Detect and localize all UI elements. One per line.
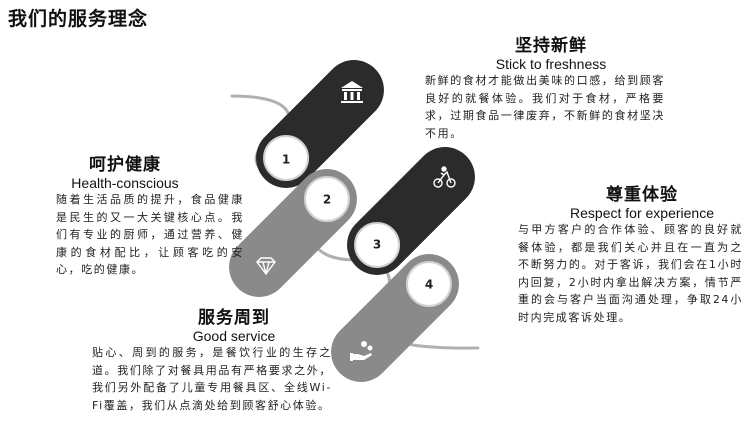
diamond-icon <box>256 257 276 276</box>
cycling-person-icon <box>433 166 456 188</box>
pill-2-badge <box>303 176 350 223</box>
section-title-en: Health-conscious <box>71 175 179 191</box>
pill-4-number: 4 <box>425 278 433 292</box>
pill-3 <box>347 147 475 275</box>
pill-1-badge <box>263 134 310 181</box>
pill-2 <box>229 169 357 297</box>
page-title: 我们的服务理念 <box>8 8 149 30</box>
section-body: 新鲜的食材才能做出美味的口感，给到顾客良好的就餐体验。我们对于食材，严格要求，过… <box>425 74 665 140</box>
section-body: 随着生活品质的提升，食品健康是民生的又一大关键核心点。我们有专业的厨师，通过营养… <box>56 193 244 276</box>
section-title-en: Stick to freshness <box>495 56 607 72</box>
section-body: 与甲方客户的合作体验、顾客的良好就餐体验，都是我们关心并且在一直为之不断努力的。… <box>518 223 743 324</box>
hand-coins-icon <box>350 341 373 361</box>
pill-3-number: 3 <box>373 238 381 252</box>
section-health: 呵护健康 Health-conscious 随着生活品质的提升，食品健康是民生的… <box>56 155 244 279</box>
section-title-zh: 坚持新鲜 <box>515 36 587 56</box>
section-service: 服务周到 Good service 贴心、周到的服务，是餐饮行业的生存之道。我们… <box>92 308 332 414</box>
section-title-zh: 服务周到 <box>198 308 270 328</box>
bank-icon <box>341 81 363 103</box>
section-title-en: Good service <box>192 328 276 344</box>
pill-2-number: 2 <box>323 193 331 207</box>
section-experience: 尊重体验 Respect for experience 与甲方客户的合作体验、顾… <box>518 185 743 326</box>
section-freshness: 坚持新鲜 Stick to freshness 新鲜的食材才能做出美味的口感，给… <box>425 36 665 142</box>
pill-1-number: 1 <box>282 153 290 167</box>
pill-4 <box>331 254 459 382</box>
section-title-zh: 呵护健康 <box>89 155 161 175</box>
section-title-zh: 尊重体验 <box>606 185 678 205</box>
section-body: 贴心、周到的服务，是餐饮行业的生存之道。我们除了对餐具用品有严格要求之外，我们另… <box>92 346 332 412</box>
pill-4-badge <box>405 261 452 308</box>
section-title-en: Respect for experience <box>570 205 714 221</box>
pill-3-badge <box>354 221 401 268</box>
